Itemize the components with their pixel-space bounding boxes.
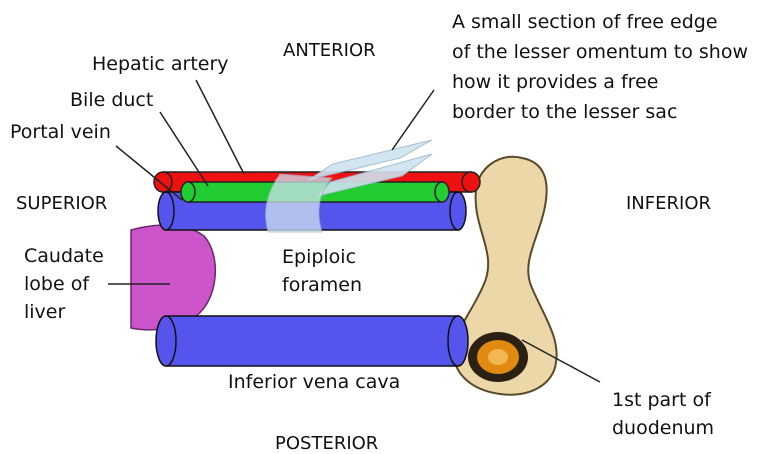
duodenum-lumen-highlight <box>488 349 508 365</box>
label-portal-vein: Portal vein <box>10 121 111 143</box>
label-anterior: ANTERIOR <box>283 40 376 61</box>
leader-hepatic-artery <box>196 80 244 174</box>
label-posterior: POSTERIOR <box>275 433 378 454</box>
label-inferior: INFERIOR <box>626 193 711 214</box>
label-lesser-omentum: A small section of free edge of the less… <box>452 11 754 123</box>
label-hepatic-artery: Hepatic artery <box>92 53 229 75</box>
label-duodenum: 1st part of duodenum <box>612 389 717 439</box>
label-superior: SUPERIOR <box>16 193 107 214</box>
label-caudate: Caudate lobe of liver <box>24 245 110 323</box>
label-epiploic-foramen: Epiploic foramen <box>282 246 362 296</box>
label-bile-duct: Bile duct <box>70 89 153 111</box>
caudate-lobe <box>131 225 215 330</box>
inferior-vena-cava <box>156 316 468 366</box>
label-ivc: Inferior vena cava <box>228 371 400 393</box>
